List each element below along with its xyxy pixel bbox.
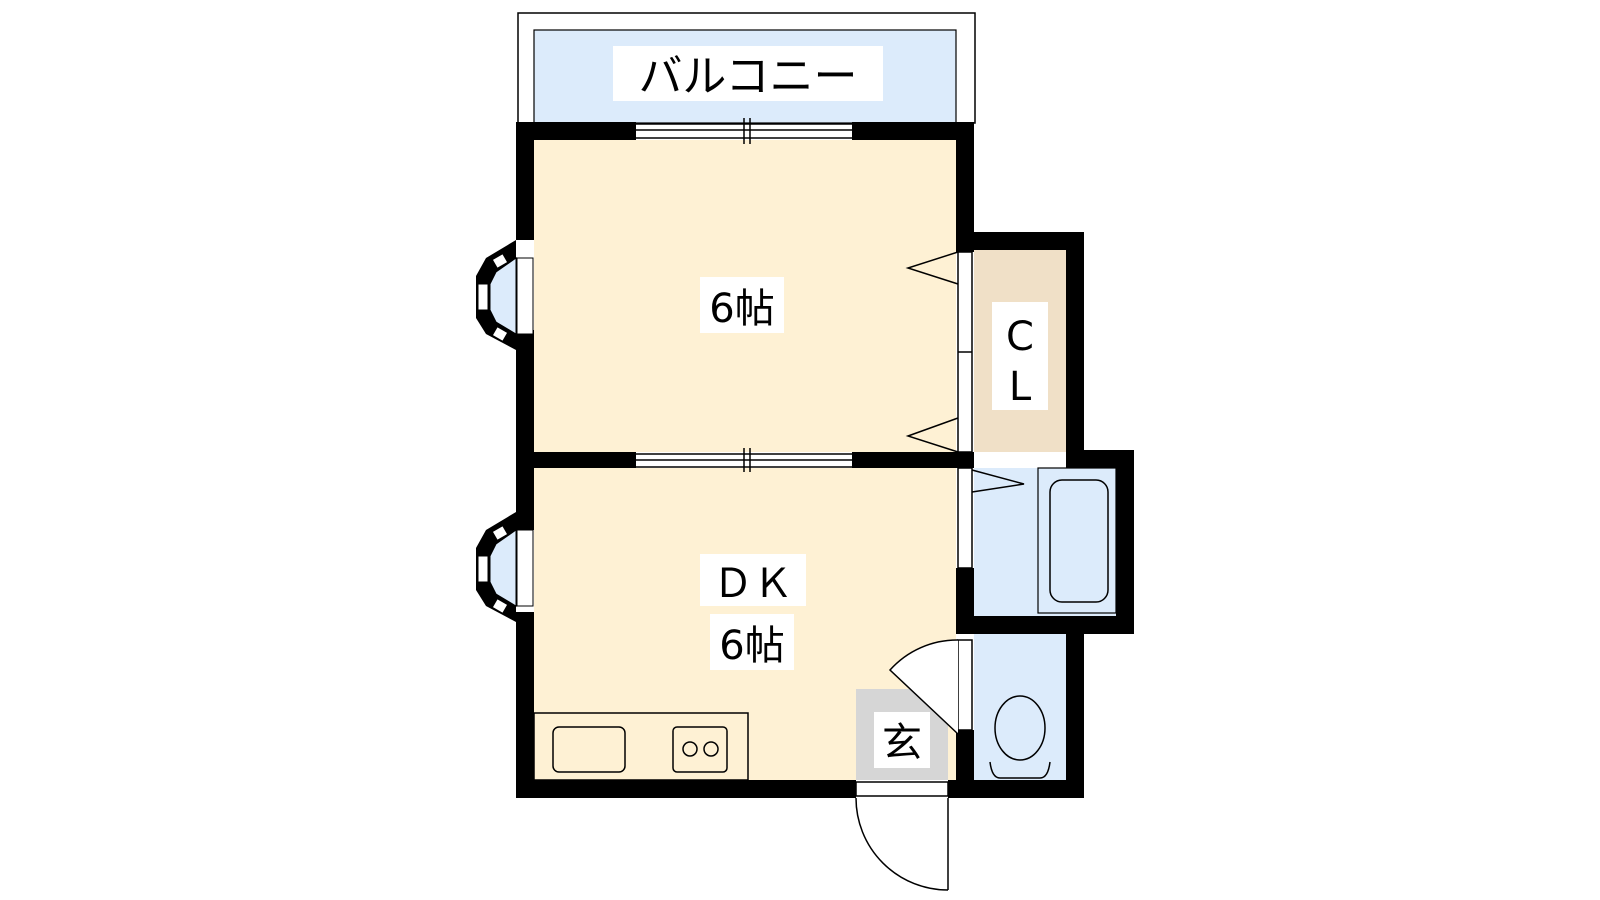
room-dk-label: ＤＫ xyxy=(713,561,793,607)
stove-icon xyxy=(672,726,728,773)
room-bedroom-label-group: 6帖 xyxy=(700,277,784,333)
closet-label-group: C L xyxy=(992,302,1048,410)
entrance-door xyxy=(855,781,949,891)
room-dk-label-group: ＤＫ 6帖 xyxy=(700,554,806,670)
closet-door xyxy=(905,251,973,453)
sliding-door-balcony xyxy=(636,118,852,144)
toilet-door xyxy=(888,639,973,735)
balcony-label-bg xyxy=(613,46,883,101)
room-dk-size-label: 6帖 xyxy=(719,623,784,669)
entrance-label-group: 玄 xyxy=(874,712,930,768)
balcony-label: バルコニー xyxy=(638,51,857,102)
walls xyxy=(516,122,1134,798)
bay-window-bedroom xyxy=(476,240,534,350)
sliding-door-interior xyxy=(636,448,852,472)
entrance-label: 玄 xyxy=(882,720,922,766)
bathroom-floor xyxy=(974,468,1116,616)
closet-label-c: C xyxy=(1006,314,1034,360)
bathroom-door xyxy=(957,467,1025,569)
room-bedroom-label: 6帖 xyxy=(709,286,774,332)
bay-window-dk xyxy=(476,512,534,622)
closet-label-l: L xyxy=(1009,364,1032,410)
toilet-room-floor xyxy=(974,634,1066,780)
toilet-icon xyxy=(989,695,1051,779)
sink-icon xyxy=(552,726,626,773)
balcony: バルコニー xyxy=(517,12,976,124)
